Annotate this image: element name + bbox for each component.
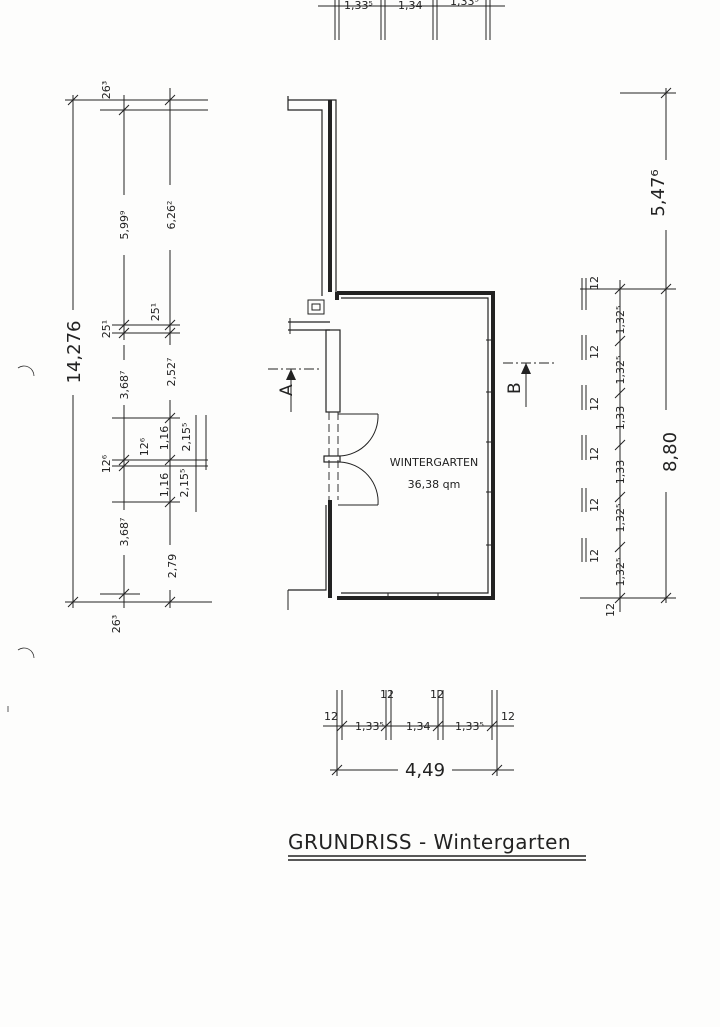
right-upper-label: 5,47⁶ bbox=[648, 169, 669, 216]
right-small-10: 1,32⁵ bbox=[614, 504, 627, 533]
right-small-11: 12 bbox=[588, 549, 601, 563]
bottom-part-1: 12 bbox=[324, 710, 338, 723]
left-a-3: 3,68⁷ bbox=[118, 371, 131, 400]
left-a-5: 3,68⁷ bbox=[118, 518, 131, 547]
left-b-4: 1,16 bbox=[158, 426, 171, 451]
bottom-part-2: 1,33⁵ bbox=[355, 720, 384, 733]
bottom-total-label: 4,49 bbox=[405, 760, 445, 781]
left-b-3: 2,52⁷ bbox=[165, 358, 178, 387]
right-small-4: 1,32⁵ bbox=[614, 356, 627, 385]
total-length-label: 14,276 bbox=[64, 321, 85, 384]
bottom-part-7: 12 bbox=[501, 710, 515, 723]
left-top-offset: 26³ bbox=[100, 81, 113, 99]
right-small-12: 1,32⁵ bbox=[614, 558, 627, 587]
top-dimension-chain: 1,33⁵ 1,34 1,33⁵ bbox=[318, 0, 505, 40]
top-dim-2: 1,34 bbox=[398, 0, 423, 12]
section-marker-a: A bbox=[268, 368, 320, 412]
room-area: 36,38 qm bbox=[408, 478, 461, 491]
left-b-6: 1,16 bbox=[158, 473, 171, 498]
right-small-8: 1,33 bbox=[614, 460, 627, 485]
left-b-1: 6,26² bbox=[165, 201, 178, 230]
left-a-1: 5,99⁹ bbox=[118, 211, 131, 240]
right-dimension-chains: 5,47⁶ 8,80 12 1,32⁵ bbox=[580, 87, 681, 617]
right-small-1: 12 bbox=[588, 276, 601, 290]
top-dim-1: 1,33⁵ bbox=[344, 0, 373, 12]
left-c-1: 2,15⁵ bbox=[180, 423, 193, 452]
room-name: WINTERGARTEN bbox=[390, 456, 478, 469]
scan-marks bbox=[7, 365, 35, 712]
right-small-2: 1,32⁵ bbox=[614, 306, 627, 335]
left-b-5: 12⁶ bbox=[138, 437, 151, 456]
left-dimension-chains: 14,276 26³ 5,99⁹ 25¹ 3,68⁷ 12⁶ 3,68⁷ 26³… bbox=[64, 81, 212, 633]
left-a-2: 25¹ bbox=[100, 320, 113, 338]
left-c-2: 2,15⁵ bbox=[178, 469, 191, 498]
section-marker-b: B bbox=[503, 362, 556, 407]
wintergarten-plan: WINTERGARTEN 36,38 qm bbox=[287, 96, 495, 610]
section-a-label: A bbox=[277, 384, 297, 396]
section-b-label: B bbox=[505, 382, 525, 394]
right-small-6: 1,33 bbox=[614, 406, 627, 431]
drawing-title: GRUNDRISS - Wintergarten bbox=[288, 830, 571, 854]
left-b-2: 25¹ bbox=[149, 303, 162, 321]
bottom-part-5: 12 bbox=[430, 688, 444, 701]
top-dim-3: 1,33⁵ bbox=[450, 0, 479, 8]
left-bottom-offset: 26³ bbox=[110, 615, 123, 633]
right-small-5: 12 bbox=[588, 397, 601, 411]
bottom-part-4: 1,34 bbox=[406, 720, 431, 733]
right-small-13: 12 bbox=[604, 603, 617, 617]
left-b-7: 2,79 bbox=[166, 554, 179, 579]
left-a-4: 12⁶ bbox=[100, 454, 113, 473]
right-small-9: 12 bbox=[588, 498, 601, 512]
right-small-7: 12 bbox=[588, 447, 601, 461]
bottom-dimension-chains: 4,49 12 1,33⁵ 12 1,34 12 1,33⁵ 12 bbox=[323, 688, 515, 781]
drawing-title-block: GRUNDRISS - Wintergarten bbox=[288, 830, 586, 861]
bottom-part-3: 12 bbox=[380, 688, 394, 701]
right-lower-label: 8,80 bbox=[660, 432, 681, 472]
bottom-part-6: 1,33⁵ bbox=[455, 720, 484, 733]
right-small-3: 12 bbox=[588, 345, 601, 359]
